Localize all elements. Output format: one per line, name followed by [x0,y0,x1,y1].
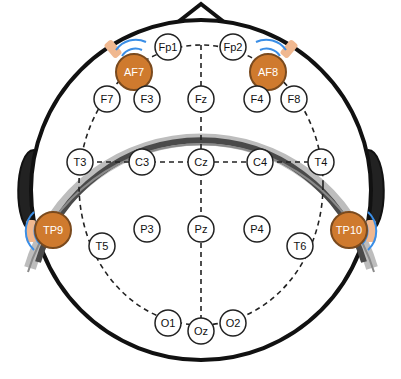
electrode-outline [134,86,160,112]
headband [30,139,372,268]
electrode-label: Fp2 [219,33,247,53]
electrode-outline [247,149,273,175]
electrode-outline [250,54,286,90]
electrode-outline [188,149,214,175]
electrode-label: T3 [66,148,94,168]
electrode-outline [188,216,214,242]
electrode-outline [35,212,71,248]
electrode: F8 [280,85,308,113]
electrode: Fp1 [154,33,182,61]
electrode-outline [67,149,93,175]
electrode: Fp2 [219,33,247,61]
electrode-label: T6 [286,232,314,252]
electrode-label: Oz [187,317,215,337]
electrode: T6 [286,232,314,260]
electrode-label: AF7 [115,53,153,78]
electrode: O2 [219,309,247,337]
electrode: Oz [187,317,215,345]
electrode: F3 [133,85,161,113]
muse-electrode: AF8 [249,53,287,91]
electrode: F7 [93,85,121,113]
electrode-outline [220,34,246,60]
electrode-outline [287,233,313,259]
electrode-outline [155,34,181,60]
electrode-outline [129,149,155,175]
electrode: T5 [88,232,116,260]
muse-electrode: TP9 [34,211,72,249]
electrode-label: AF8 [249,53,287,78]
electrode: Cz [187,148,215,176]
electrode: Pz [187,215,215,243]
electrode-label: Cz [187,148,215,168]
electrode-outline [155,310,181,336]
muse-electrode: TP10 [330,211,368,249]
electrode-label: F3 [133,85,161,105]
electrode: P3 [133,215,161,243]
electrode-outline [89,233,115,259]
electrode: C4 [246,148,274,176]
electrode-outline [281,86,307,112]
electrode-label: P3 [133,215,161,235]
electrode: T3 [66,148,94,176]
electrode-label: O2 [219,309,247,329]
electrode-outline [134,216,160,242]
electrode-outline [188,318,214,344]
electrode: F4 [243,85,271,113]
electrode-outline [116,54,152,90]
electrode-label: T4 [307,148,335,168]
electrode-outline [308,149,334,175]
electrode-outline [94,86,120,112]
electrode: P4 [243,215,271,243]
guide-lines [79,45,323,325]
electrode-label: F7 [93,85,121,105]
electrode-label: TP9 [34,211,72,236]
sensor-pad [103,39,122,59]
electrode: O1 [154,309,182,337]
sensor-pad [279,39,298,59]
electrode-label: C4 [246,148,274,168]
electrode-outline [188,86,214,112]
electrode: C3 [128,148,156,176]
electrode: T4 [307,148,335,176]
electrode-label: T5 [88,232,116,252]
electrode: Fz [187,85,215,113]
electrode-label: F4 [243,85,271,105]
electrode-outline [331,212,367,248]
electrode-label: O1 [154,309,182,329]
electrode-label: C3 [128,148,156,168]
electrode-outline [244,216,270,242]
electrode-label: F8 [280,85,308,105]
electrode-label: Fp1 [154,33,182,53]
electrode-outline [220,310,246,336]
electrode-outline [244,86,270,112]
electrode-label: Pz [187,215,215,235]
electrode-label: Fz [187,85,215,105]
electrode-label: TP10 [330,211,368,236]
electrode-label: P4 [243,215,271,235]
